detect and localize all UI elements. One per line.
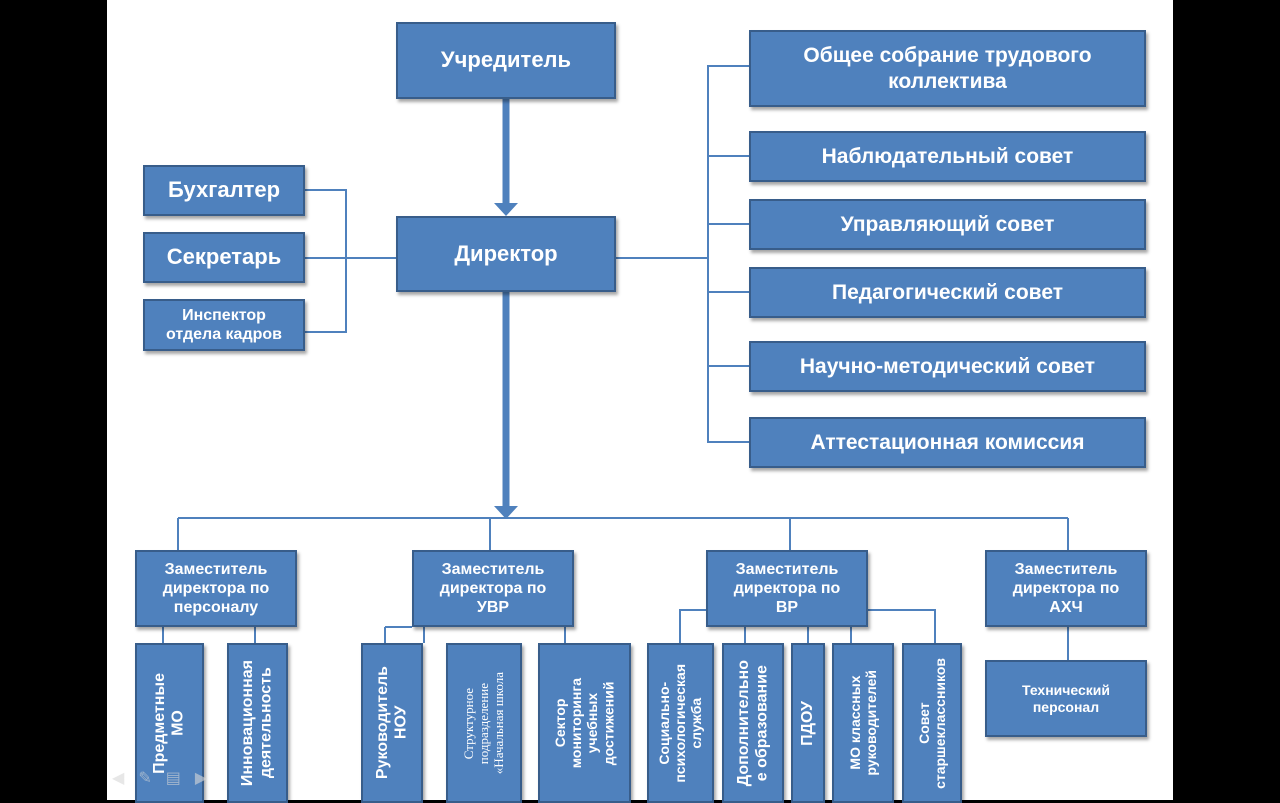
class-teachers-mo-label: МО классных руководителей bbox=[846, 670, 879, 776]
pdou-box: ПДОУ bbox=[791, 643, 825, 803]
menu-icon[interactable]: ▤ bbox=[165, 770, 181, 787]
deputy-vr-label: Заместитель директора по ВР bbox=[733, 560, 841, 617]
social-psych-service-label: Социально- психологическая служба bbox=[656, 663, 705, 783]
nou-head-box: Руководитель НОУ bbox=[361, 643, 423, 803]
additional-education-label: Дополнительно е образование bbox=[734, 659, 770, 787]
attestation-commission-box: Аттестационная комиссия bbox=[749, 417, 1146, 468]
technical-staff-label: Технический персонал bbox=[1021, 681, 1111, 715]
nou-head-label: Руководитель НОУ bbox=[373, 666, 409, 780]
hr-inspector-label: Инспектор отдела кадров bbox=[165, 306, 282, 343]
deputy-personnel-box: Заместитель директора по персоналу bbox=[135, 550, 297, 627]
social-psych-service-box: Социально- психологическая служба bbox=[647, 643, 714, 803]
senior-students-council-box: Совет старшеклассников bbox=[902, 643, 962, 803]
primary-school-box: Структурное подразделение «Начальная шко… bbox=[446, 643, 522, 803]
secretary-box: Секретарь bbox=[143, 232, 305, 283]
methodical-council-box: Научно-методический совет bbox=[749, 341, 1146, 392]
general-meeting-box: Общее собрание трудового коллектива bbox=[749, 30, 1146, 107]
deputy-uvr-box: Заместитель директора по УВР bbox=[412, 550, 574, 627]
pen-icon[interactable]: ✎ bbox=[138, 770, 152, 787]
senior-students-council-label: Совет старшеклассников bbox=[915, 657, 948, 789]
director-box: Директор bbox=[396, 216, 616, 292]
left-staff-bracket bbox=[305, 189, 347, 333]
founder-box: Учредитель bbox=[396, 22, 616, 99]
hr-inspector-box: Инспектор отдела кадров bbox=[143, 299, 305, 351]
governing-council-box: Управляющий совет bbox=[749, 199, 1146, 250]
deputy-uvr-label: Заместитель директора по УВР bbox=[439, 560, 547, 617]
primary-school-label: Структурное подразделение «Начальная шко… bbox=[460, 671, 506, 775]
innovation-label: Инновационная деятельность bbox=[239, 659, 275, 787]
supervisory-board-box: Наблюдательный совет bbox=[749, 131, 1146, 182]
subject-mo-label: Предметные МО bbox=[151, 672, 187, 774]
class-teachers-mo-box: МО классных руководителей bbox=[832, 643, 894, 803]
arrow-right-icon[interactable]: ▶ bbox=[194, 770, 208, 787]
accountant-box: Бухгалтер bbox=[143, 165, 305, 216]
deputy-ahch-label: Заместитель директора по АХЧ bbox=[1012, 560, 1120, 617]
arrowhead-to-deputies bbox=[494, 506, 518, 519]
deputy-personnel-label: Заместитель директора по персоналу bbox=[162, 560, 270, 617]
arrowhead-to-director bbox=[494, 203, 518, 216]
monitoring-sector-box: Сектор мониторинга учебных достижений bbox=[538, 643, 631, 803]
additional-education-box: Дополнительно е образование bbox=[722, 643, 784, 803]
general-meeting-label: Общее собрание трудового коллектива bbox=[803, 44, 1092, 93]
subject-mo-box: Предметные МО bbox=[135, 643, 204, 803]
innovation-box: Инновационная деятельность bbox=[227, 643, 288, 803]
arrow-left-icon[interactable]: ◀ bbox=[112, 770, 125, 787]
technical-staff-box: Технический персонал bbox=[985, 660, 1147, 737]
councils-bracket bbox=[707, 65, 749, 443]
slide-nav-controls: ◀ ✎ ▤ ▶ bbox=[112, 768, 207, 788]
pdou-label: ПДОУ bbox=[798, 700, 816, 746]
deputy-ahch-box: Заместитель директора по АХЧ bbox=[985, 550, 1147, 627]
deputy-vr-box: Заместитель директора по ВР bbox=[706, 550, 868, 627]
pedagogical-council-box: Педагогический совет bbox=[749, 267, 1146, 318]
monitoring-sector-label: Сектор мониторинга учебных достижений bbox=[552, 677, 617, 769]
